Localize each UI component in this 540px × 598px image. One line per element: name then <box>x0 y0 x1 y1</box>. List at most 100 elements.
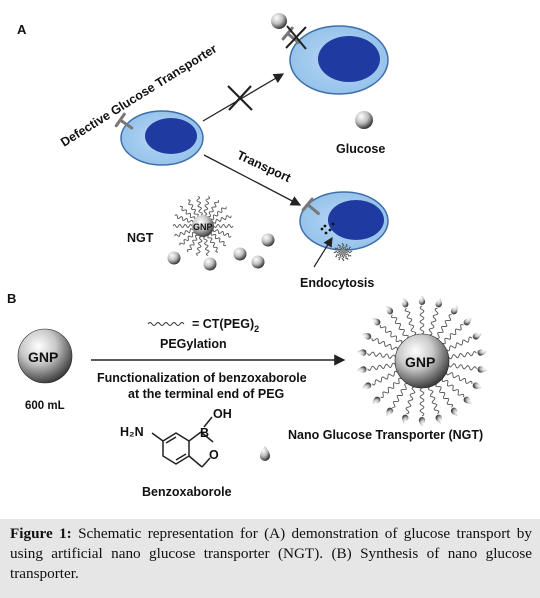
peg-chain <box>344 243 348 250</box>
peg-chain <box>337 243 343 250</box>
peg-chain <box>448 350 477 360</box>
peg-chain <box>441 378 465 398</box>
peg-chain <box>371 337 398 351</box>
panel-b-label: B <box>7 291 16 306</box>
volume-label: 600 mL <box>25 400 65 412</box>
peg-chain <box>367 362 396 372</box>
peg-chain <box>179 205 196 219</box>
peg-chain <box>435 383 453 408</box>
benzoxaborole-tip-icon <box>435 414 442 424</box>
internalized-dots <box>320 222 335 235</box>
peg-chain <box>196 196 203 216</box>
peg-chain <box>341 254 345 262</box>
peg-chain <box>448 363 477 371</box>
benzoxaborole-tip-icon <box>463 318 472 326</box>
block-cross-arrow <box>227 85 253 111</box>
peg-chain <box>341 242 345 250</box>
peg-chain <box>428 307 439 336</box>
benzoxaborole-tip-icon <box>477 349 487 356</box>
ngt-label: NGT <box>127 231 154 245</box>
gnp-product-label: GNP <box>405 354 435 370</box>
endocytosis-pointer <box>313 236 333 268</box>
peg-chain <box>207 235 218 253</box>
functionalization-line1: Functionalization of benzoxaborole <box>97 371 307 385</box>
peg-chain <box>442 324 464 345</box>
benzoxaborole-structure <box>151 416 214 468</box>
figure-caption: Figure 1: Schematic representation for (… <box>0 519 540 598</box>
benzoxaborole-tip-icon <box>372 318 381 326</box>
peg-chain <box>380 377 402 398</box>
endocytosis-ngt-core <box>340 249 346 255</box>
gnp-start <box>17 328 73 384</box>
boron-label: B <box>200 426 209 440</box>
benzoxaborole-tip-icon <box>450 305 458 315</box>
oh-label: OH <box>213 407 232 421</box>
benzoxaborole-tip-icon <box>362 382 372 389</box>
figure-diagram: A Defective Glucose Transporter Glucose … <box>7 13 487 499</box>
benzoxaborole-tip-icon <box>357 366 367 373</box>
transport-label: Transport <box>235 148 294 185</box>
peg-chain <box>343 254 349 261</box>
oxygen-label: O <box>209 448 219 462</box>
ngt-particle-a <box>172 196 234 256</box>
benzoxaborole-tip-icon <box>435 298 442 308</box>
glucose-legend-ball <box>355 111 373 129</box>
gnp-label-a: GNP <box>193 222 213 232</box>
gnp-start-label: GNP <box>28 349 58 365</box>
h2n-label: H₂N <box>120 425 144 439</box>
peg-chain <box>367 351 396 359</box>
ngt-product <box>357 295 487 427</box>
benzoxaborole-tip-icon <box>362 333 372 340</box>
gnp-core-a <box>192 215 214 237</box>
peg-chain <box>208 199 220 217</box>
peg-chain <box>174 214 194 223</box>
peg-chain <box>345 250 353 254</box>
peg-chain <box>391 314 409 339</box>
glucose-molecule-top <box>271 13 287 29</box>
peg-chain <box>334 252 341 258</box>
peg-chain <box>371 370 398 386</box>
peg-chain <box>419 387 425 417</box>
peg-chain <box>405 386 416 415</box>
benzoxaborole-tip-icon <box>372 396 381 404</box>
product-label: Nano Glucose Transporter (NGT) <box>288 428 483 442</box>
pegylation-label: PEGylation <box>160 337 227 351</box>
transport-arrow <box>203 154 302 206</box>
peg-chain <box>446 336 473 352</box>
benzoxaborole-tip-icon <box>402 414 409 424</box>
peg-chain <box>338 254 342 261</box>
benzoxaborole-label: Benzoxaborole <box>142 485 232 499</box>
peg-chain <box>392 383 408 408</box>
benzoxaborole-tip-icon <box>418 295 426 305</box>
benzoxaborole-tip-icon <box>472 382 482 389</box>
peg-chain <box>446 371 473 385</box>
block-cross-top <box>285 25 307 50</box>
peg-chain <box>203 196 211 216</box>
endocytosis-label: Endocytosis <box>300 276 374 290</box>
peg-chain <box>188 199 199 217</box>
peg-formula: = CT(PEG)2 <box>192 317 259 334</box>
benzoxaborole-tip-icon <box>402 298 409 308</box>
boronate-droplet-icon <box>260 446 270 461</box>
peg-chain <box>203 236 210 256</box>
caption-figure-label: Figure 1: <box>10 525 72 542</box>
peg-chain <box>334 247 341 251</box>
peg-chain <box>174 228 193 237</box>
cell-top-right <box>289 25 389 95</box>
glucose-label: Glucose <box>336 142 385 156</box>
peg-chain <box>213 223 234 229</box>
peg-chain <box>333 250 341 254</box>
benzoxaborole-tip-icon <box>357 349 367 356</box>
peg-chain <box>213 215 232 224</box>
peg-chain <box>211 206 227 220</box>
peg-chain <box>195 236 203 256</box>
caption-text: Schematic representation for (A) demonst… <box>10 525 532 582</box>
peg-chain <box>436 314 452 339</box>
gnp-product-core <box>394 333 450 389</box>
peg-chain <box>404 307 417 336</box>
peg-chain <box>186 235 198 253</box>
peg-chain <box>179 232 195 246</box>
benzoxaborole-tip-icon <box>463 396 472 404</box>
peg-chain <box>427 386 440 415</box>
cell-bottom-right <box>299 191 389 251</box>
